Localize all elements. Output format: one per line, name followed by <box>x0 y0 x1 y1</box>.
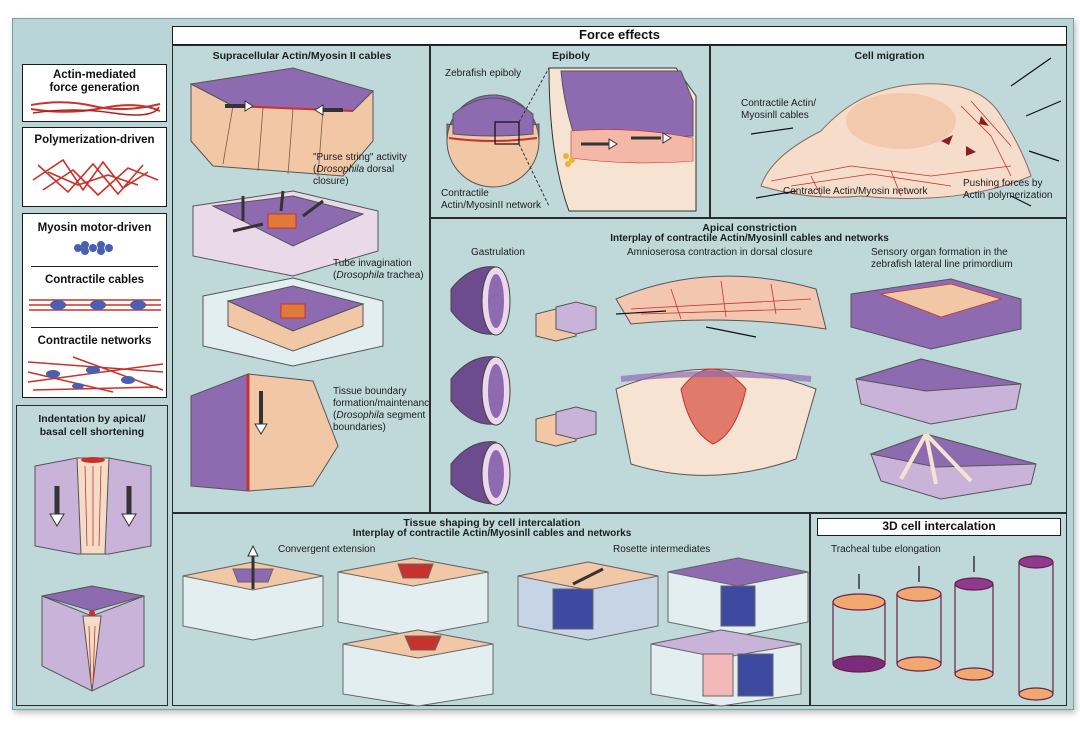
boundary-label-1: Tissue boundary <box>333 386 407 397</box>
polymerization-icon <box>32 158 159 197</box>
convergent-extension-label: Convergent extension <box>278 544 376 555</box>
legend-actin-line1: Actin-mediated <box>52 69 137 81</box>
tube-invagination-detail: (Drosophila trachea) <box>333 270 424 281</box>
force-effects-header: Force effects <box>172 26 1067 45</box>
legend-networks-label: Contractile networks <box>37 335 152 347</box>
indentation-illustration <box>34 457 152 692</box>
epiboly-network-label-1: Contractile <box>441 188 489 199</box>
cell-migration-title: Cell migration <box>854 50 925 62</box>
myosin-motor-icon <box>74 241 113 255</box>
legend-actin-line2: force generation <box>49 82 140 94</box>
tracheal-tube-illustration <box>832 555 1054 701</box>
amnioserosa-label: Amnioserosa contraction in dorsal closur… <box>627 247 813 258</box>
boundary-label-2: formation/maintenance <box>333 398 435 409</box>
intercalation-subtitle: Interplay of contractile Actin/Myosinll … <box>352 528 632 539</box>
intercalation-panel: Tissue shaping by cell intercalation Int… <box>172 513 810 707</box>
indentation-title-line1: Indentation by apical/ <box>38 413 146 425</box>
legend-divider-1 <box>31 266 158 267</box>
purse-string-detail: (Drosophila dorsal closure) <box>313 164 395 187</box>
purse-string-label: "Purse string" activity <box>313 152 407 163</box>
legend-polymerization-box: Polymerization-driven <box>22 127 167 207</box>
sensory-label-1: Sensory organ formation in the <box>871 247 1008 258</box>
supracellular-title: Supracellular Actin/Myosin II cables <box>212 50 392 62</box>
migration-network-label: Contractile Actin/Myosin network <box>783 186 928 197</box>
migration-push-label-1: Pushing forces by <box>963 178 1043 189</box>
migration-push-label-2: Actin polymerization <box>963 190 1053 201</box>
zebrafish-epiboly-label: Zebrafish epiboly <box>445 68 522 79</box>
intercalation-3d-panel: 3D cell intercalation Tracheal tube elon… <box>810 513 1067 706</box>
supracellular-panel: Supracellular Actin/Myosin II cables "Pu… <box>172 45 435 513</box>
indentation-title-line2: basal cell shortening <box>39 426 145 438</box>
legend-cables-label: Contractile cables <box>44 274 145 286</box>
epiboly-network-label-2: Actin/MyosinII network <box>441 200 542 211</box>
migration-cables-label-1: Contractile Actin/ <box>741 98 817 109</box>
epiboly-illustration <box>446 67 697 212</box>
legend-myosin-box: Myosin motor-driven Contractile cables C… <box>22 213 167 398</box>
actin-filament-icon <box>30 101 161 116</box>
epiboly-panel: Epiboly Zebrafish epiboly Contractile Ac… <box>430 45 710 218</box>
tracheal-tube-label: Tracheal tube elongation <box>831 544 941 555</box>
intercalation-title: Tissue shaping by cell intercalation <box>403 517 581 529</box>
sensory-label-2: zebrafish lateral line primordium <box>871 259 1013 270</box>
intercalation-3d-title: 3D cell intercalation <box>817 518 1061 536</box>
boundary-label-3: (Drosophila segment <box>333 410 426 421</box>
contractile-cables-icon <box>29 299 161 311</box>
legend-divider-2 <box>31 327 158 328</box>
tube-invagination-label: Tube invagination <box>333 258 412 269</box>
intercalation-illustrations <box>182 544 809 707</box>
boundary-label-4: boundaries) <box>333 422 386 433</box>
legend-myosin-label: Myosin motor-driven <box>37 222 152 234</box>
cell-migration-illustration <box>750 57 1062 207</box>
apical-title: Apical constriction <box>702 222 797 234</box>
migration-cables-label-2: Myosinll cables <box>741 110 809 121</box>
legend-actin-box: Actin-mediated force generation <box>22 64 167 122</box>
indentation-panel: Indentation by apical/ basal cell shorte… <box>16 405 168 706</box>
gastrulation-label: Gastrulation <box>471 247 525 258</box>
legend-polymerization-label: Polymerization-driven <box>34 134 155 146</box>
epiboly-title: Epiboly <box>552 50 590 62</box>
apical-illustrations <box>450 266 1037 506</box>
apical-constriction-panel: Apical constriction Interplay of contrac… <box>430 218 1067 513</box>
contractile-networks-icon <box>27 356 164 393</box>
cell-migration-panel: Cell migration Contractile Actin/ Myosin… <box>710 45 1067 218</box>
supracellular-illustrations <box>189 67 384 492</box>
rosette-intermediates-label: Rosette intermediates <box>613 544 711 555</box>
apical-subtitle: Interplay of contractile Actin/Myosinll … <box>610 233 889 244</box>
